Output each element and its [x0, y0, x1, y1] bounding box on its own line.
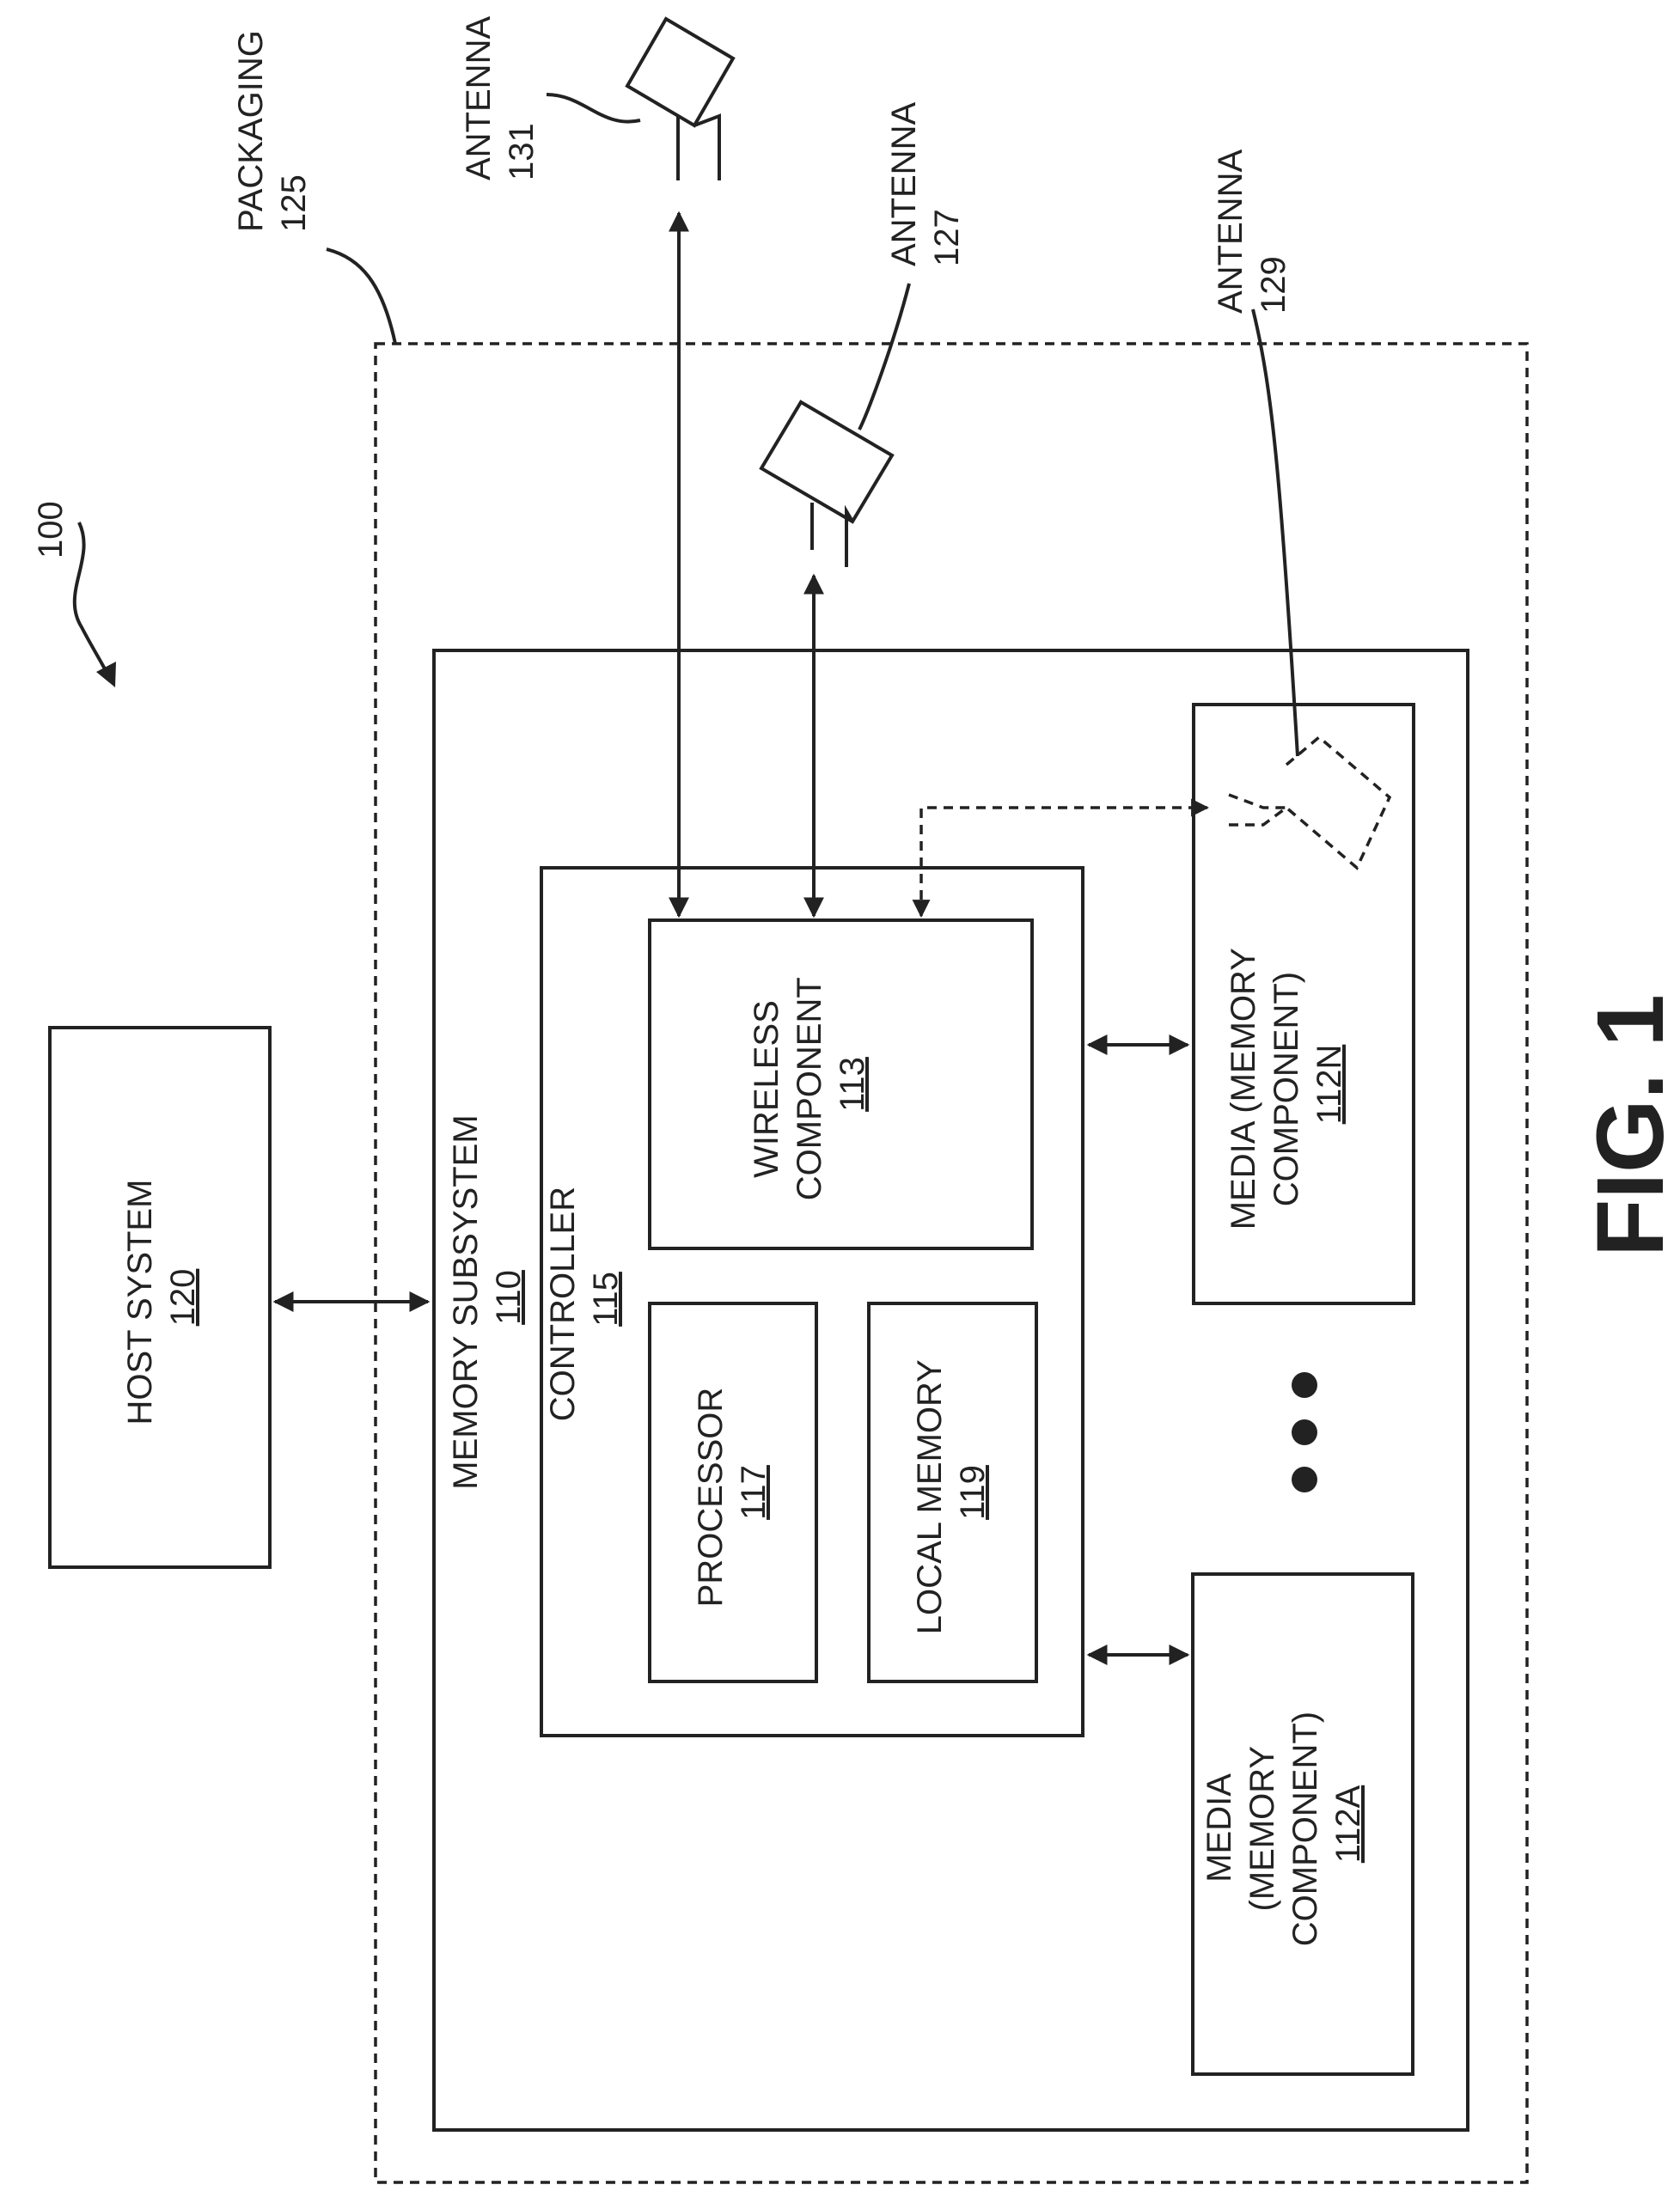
wireless-label-line2: COMPONENT [791, 978, 828, 1201]
ellipsis-dots [1292, 1372, 1317, 1492]
processor-label: PROCESSOR [692, 1388, 730, 1608]
svg-text:CONTROLLER 115: CONTROLLER 115 [544, 1177, 625, 1422]
svg-text:HOST SYSTEM 120: HOST SYSTEM 120 [121, 1169, 202, 1425]
svg-text:PROCESSOR 117: PROCESSOR 117 [692, 1378, 773, 1608]
local-memory-box [869, 1303, 1036, 1681]
packaging-leader [327, 249, 395, 344]
packaging-ref: 125 [275, 174, 313, 232]
media-112n-ref: 112N [1310, 1045, 1348, 1125]
host-system-ref: 120 [164, 1269, 202, 1327]
controller-label: CONTROLLER [544, 1187, 582, 1421]
figure-ref-squiggle [75, 522, 110, 679]
antenna-131-ref: 131 [503, 123, 541, 180]
antenna-127-ref: 127 [928, 209, 966, 266]
svg-text:WIRELESS COMPONENT 113: WIRELESS COMPONENT 113 [748, 968, 871, 1200]
antenna-129-label: ANTENNA [1212, 150, 1249, 314]
local-memory-label: LOCAL MEMORY [911, 1360, 949, 1634]
media-112n-label-line1: MEDIA (MEMORY [1225, 949, 1262, 1230]
antenna-131-leader [547, 95, 640, 122]
memory-subsystem-label: MEMORY SUBSYSTEM [447, 1114, 485, 1489]
svg-text:ANTENNA 129: ANTENNA 129 [1212, 142, 1292, 314]
memory-subsystem-ref: 110 [490, 1270, 528, 1325]
antenna-131-icon [627, 19, 733, 180]
svg-text:ANTENNA 131: ANTENNA 131 [460, 9, 541, 180]
antenna-131-label: ANTENNA [460, 16, 498, 180]
media-112a-label-line1: MEDIA [1200, 1773, 1238, 1883]
processor-ref: 117 [735, 1465, 773, 1520]
svg-text:PACKAGING 125: PACKAGING 125 [232, 21, 313, 232]
svg-text:LOCAL MEMORY 119: LOCAL MEMORY 119 [911, 1351, 992, 1634]
media-112a-label-line3: COMPONENT) [1286, 1712, 1324, 1946]
svg-text:MEDIA (MEMORY COMPONEN: MEDIA (MEMORY COMPONENT) 112A [1200, 1702, 1367, 1946]
processor-box [650, 1303, 816, 1681]
antenna-129-ref: 129 [1255, 256, 1292, 314]
wireless-ref: 113 [834, 1057, 871, 1112]
svg-text:MEDIA (MEMORY COMPONENT): MEDIA (MEMORY COMPONENT) 112N [1225, 939, 1348, 1230]
antenna-129-leader [1253, 309, 1298, 756]
controller-ref: 115 [587, 1272, 625, 1327]
antenna-127-icon [761, 402, 892, 567]
media-112a-ref: 112A [1329, 1785, 1367, 1863]
svg-text:ANTENNA 127: ANTENNA 127 [885, 95, 966, 266]
antenna-127-label: ANTENNA [885, 102, 923, 266]
host-system-box [50, 1028, 270, 1567]
figure-ref-arrowhead [96, 662, 116, 687]
wireless-label-line1: WIRELESS [748, 1000, 785, 1178]
wireless-antenna-129-dashed-arrow [921, 808, 1207, 916]
media-112a-label-line2: (MEMORY [1243, 1747, 1281, 1912]
host-system-label: HOST SYSTEM [121, 1180, 159, 1425]
packaging-label: PACKAGING [232, 30, 270, 232]
antenna-127-leader [859, 284, 909, 430]
media-112n-label-line2: COMPONENT) [1268, 972, 1305, 1206]
figure-ref-label: 100 [32, 501, 70, 558]
local-memory-ref: 119 [954, 1465, 992, 1520]
figure-caption: FIG. 1 [1578, 994, 1680, 1257]
svg-text:MEMORY SUBSYSTEM 110: MEMORY SUBSYSTEM 110 [447, 1105, 528, 1490]
antenna-129-icon [1229, 737, 1390, 868]
